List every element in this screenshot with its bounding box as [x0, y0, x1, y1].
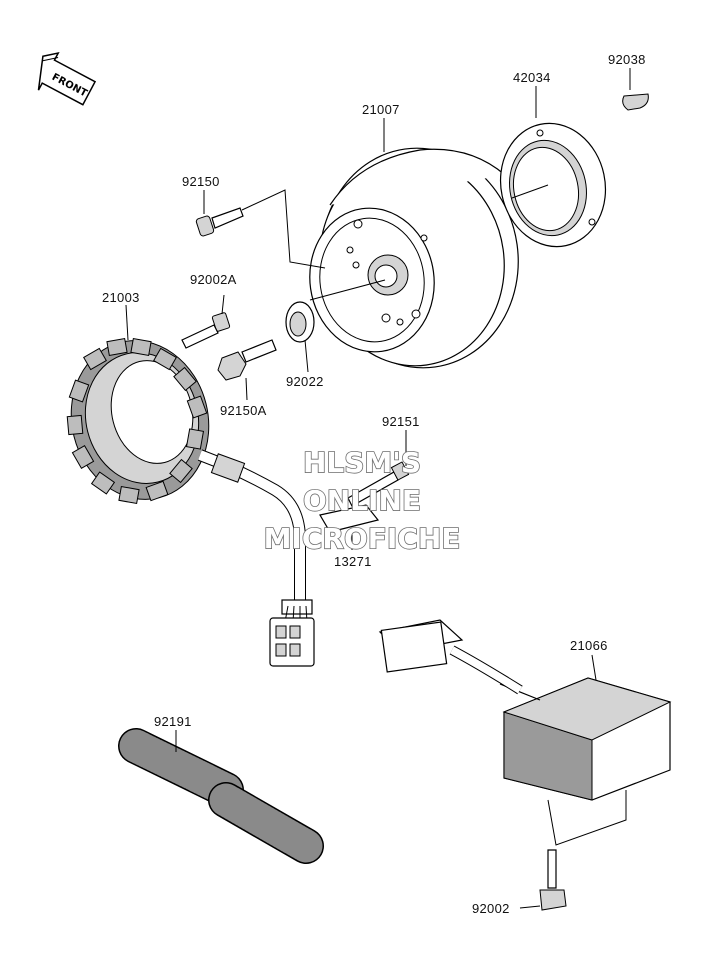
label-92191: 92191 [154, 714, 192, 729]
label-21007: 21007 [362, 102, 400, 117]
label-92002A: 92002A [190, 272, 237, 287]
label-92002: 92002 [472, 901, 510, 916]
front-arrow-icon: FRONT [37, 52, 97, 106]
stator-harness [197, 449, 315, 667]
label-92038: 92038 [608, 52, 646, 67]
bolt-92150A [217, 339, 277, 401]
label-42034: 42034 [513, 70, 551, 85]
watermark-line-2: ONLINE [303, 484, 421, 517]
watermark: HLSM'S ONLINE MICROFICHE [263, 445, 461, 556]
regulator-rectifier [378, 619, 672, 846]
flywheel-rotor [309, 147, 519, 369]
protective-tube [118, 728, 324, 864]
bolt-92150 [195, 189, 326, 269]
bolt-92002 [519, 849, 567, 911]
label-21003: 21003 [102, 290, 140, 305]
label-92151: 92151 [382, 414, 420, 429]
washer-92022 [285, 301, 315, 373]
stator-coil [66, 304, 210, 505]
watermark-line-1: HLSM'S [303, 446, 421, 479]
label-92150A: 92150A [220, 403, 267, 418]
watermark-line-3: MICROFICHE [264, 522, 461, 555]
label-21066: 21066 [570, 638, 608, 653]
label-92150: 92150 [182, 174, 220, 189]
bolt-92002A [181, 294, 231, 349]
label-92022: 92022 [286, 374, 324, 389]
label-13271: 13271 [334, 554, 372, 569]
clamp-13271 [319, 504, 380, 550]
starter-clutch-ring [499, 122, 607, 248]
bolt-92151 [347, 430, 410, 507]
woodruff-key [622, 93, 649, 111]
